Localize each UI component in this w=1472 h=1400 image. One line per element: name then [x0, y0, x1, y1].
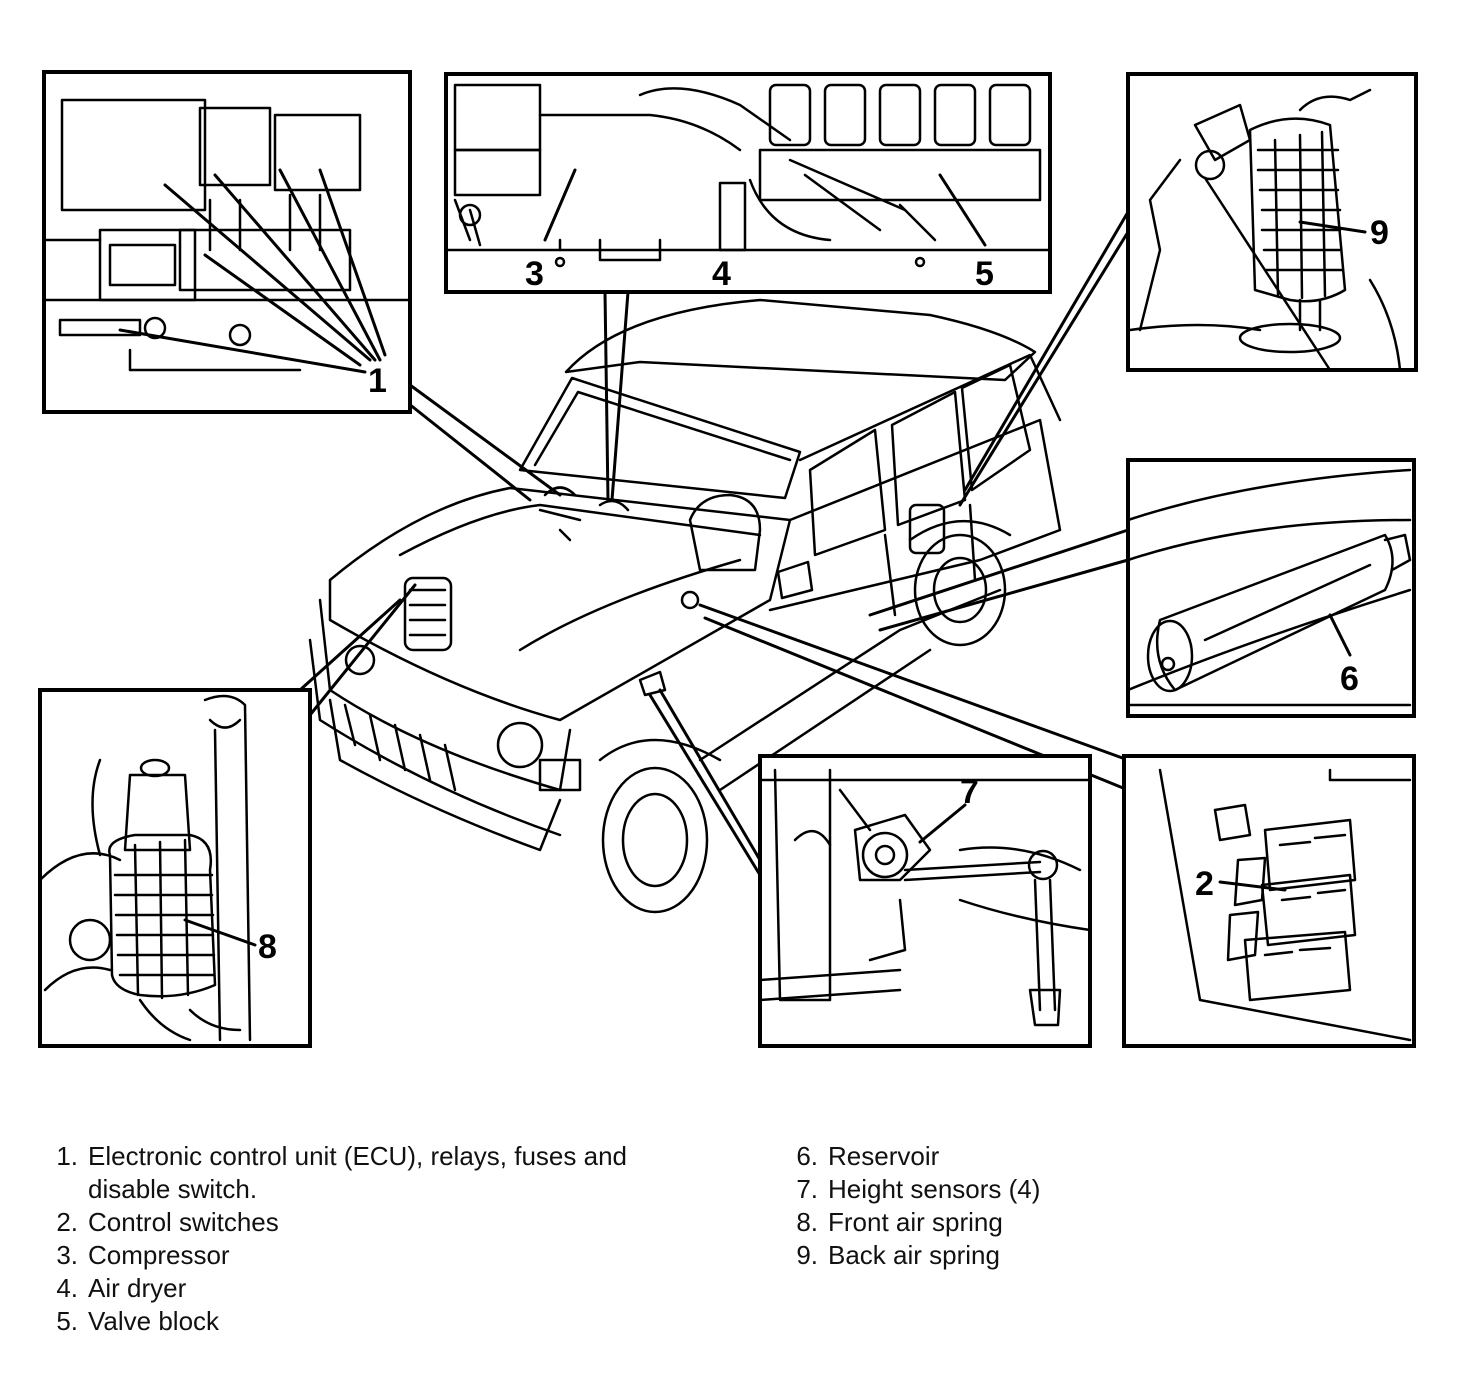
legend-item-9: 9. Back air spring — [788, 1239, 1268, 1272]
callout-6: 6 — [1340, 660, 1359, 698]
legend-item-7-num: 7. — [796, 1174, 818, 1204]
legend-item-4: 4. Air dryer — [48, 1272, 708, 1305]
legend-item-6-text: Reservoir — [828, 1141, 940, 1171]
legend-item-7: 7. Height sensors (4) — [788, 1173, 1268, 1206]
legend-item-4-num: 4. — [56, 1273, 78, 1303]
panel-back-air-spring: 9 — [1126, 72, 1418, 372]
legend-item-2: 2. Control switches — [48, 1206, 708, 1239]
callout-7: 7 — [960, 773, 979, 811]
panel-front-air-spring: 8 — [38, 688, 312, 1048]
legend-item-5-text: Valve block — [88, 1306, 220, 1336]
callout-4: 4 — [712, 255, 731, 293]
legend-item-3: 3. Compressor — [48, 1239, 708, 1272]
vehicle-drawing — [308, 298, 1062, 914]
leader-lines — [298, 210, 1130, 877]
legend-item-8-text: Front air spring — [828, 1207, 1003, 1237]
air-suspension-diagram: 1 3 — [38, 70, 1418, 1048]
legend-item-2-num: 2. — [56, 1207, 78, 1237]
panel-reservoir: 6 — [1126, 458, 1416, 718]
callout-1: 1 — [368, 362, 387, 400]
panel-control-switches: 2 — [1122, 754, 1416, 1048]
callout-9: 9 — [1370, 214, 1389, 252]
legend-item-1-num: 1. — [56, 1141, 78, 1171]
diagram-stage: 1 3 — [38, 70, 1418, 1048]
legend-item-5: 5. Valve block — [48, 1305, 708, 1338]
legend-item-3-text: Compressor — [88, 1240, 230, 1270]
legend-item-6-num: 6. — [796, 1141, 818, 1171]
callout-5: 5 — [975, 255, 994, 293]
panel-height-sensor: 7 — [758, 754, 1092, 1048]
legend-item-6: 6. Reservoir — [788, 1140, 1268, 1173]
legend-item-5-num: 5. — [56, 1306, 78, 1336]
panel-ecu: 1 — [42, 70, 412, 414]
legend-item-3-num: 3. — [56, 1240, 78, 1270]
callout-8: 8 — [258, 928, 277, 966]
legend-left: 1. Electronic control unit (ECU), relays,… — [48, 1140, 708, 1338]
legend-item-9-text: Back air spring — [828, 1240, 1000, 1270]
legend-item-8: 8. Front air spring — [788, 1206, 1268, 1239]
legend-item-1: 1. Electronic control unit (ECU), relays,… — [48, 1140, 708, 1206]
panel-compressor: 3 4 5 — [444, 72, 1052, 294]
legend-item-9-num: 9. — [796, 1240, 818, 1270]
legend-item-7-text: Height sensors (4) — [828, 1174, 1041, 1204]
legend-item-2-text: Control switches — [88, 1207, 279, 1237]
callout-3: 3 — [525, 255, 544, 293]
callout-2: 2 — [1195, 865, 1214, 903]
legend-item-4-text: Air dryer — [88, 1273, 187, 1303]
legend-item-8-num: 8. — [796, 1207, 818, 1237]
legend-right: 6. Reservoir 7. Height sensors (4) 8. Front… — [788, 1140, 1268, 1272]
legend-item-1-text: Electronic control unit (ECU), relays, f… — [88, 1141, 627, 1204]
